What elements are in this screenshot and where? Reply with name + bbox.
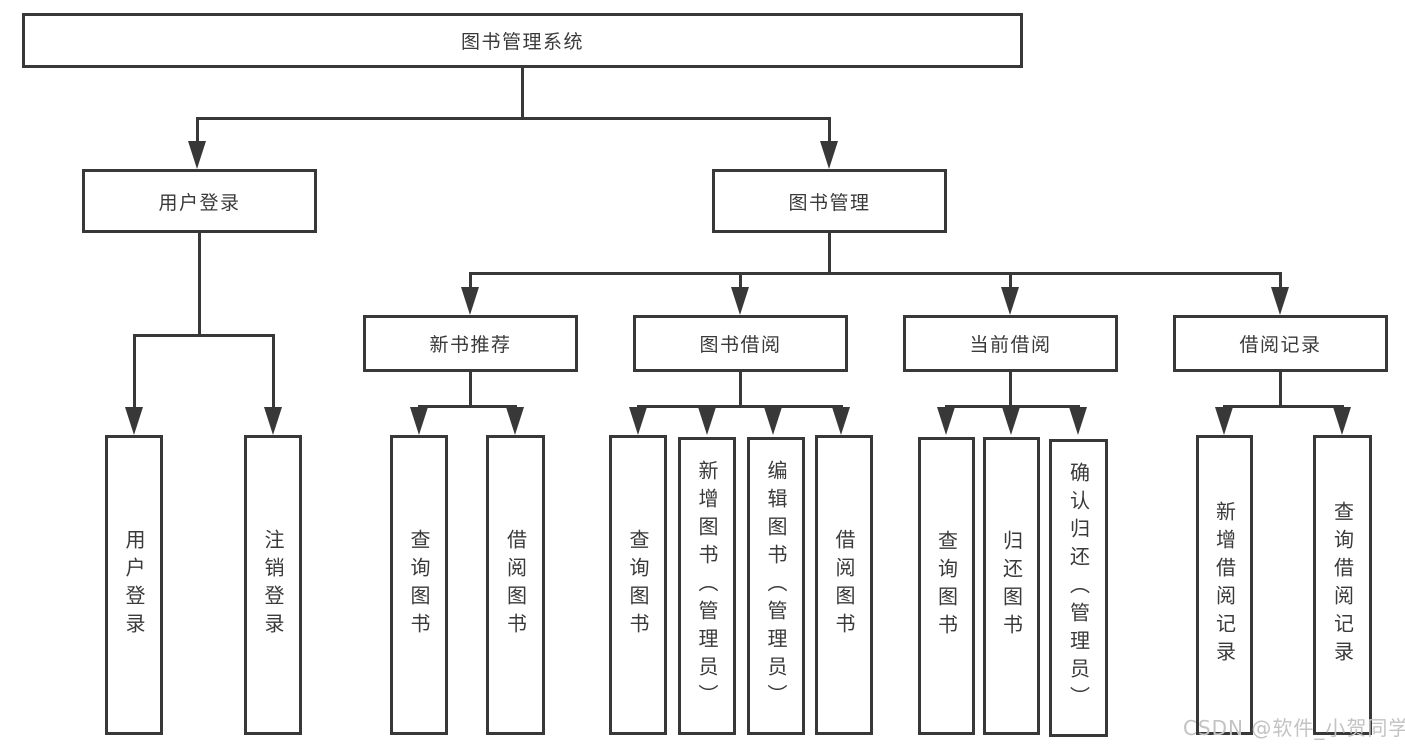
node-book-borrow: 图书借阅	[633, 315, 848, 372]
arrow-down-icon	[764, 407, 782, 435]
node-book-management: 图书管理	[712, 169, 947, 233]
arrow-down-icon	[832, 407, 850, 435]
leaf-confirm-return-admin-label: 确认归还（管理员）	[1066, 462, 1091, 714]
arrow-down-icon	[1069, 407, 1087, 435]
connector-bookborrow-branch	[637, 405, 843, 408]
node-new-book-recommend: 新书推荐	[363, 315, 578, 372]
connector-management-branch	[469, 272, 1282, 275]
leaf-borrow-books-1-label: 借阅图书	[503, 529, 528, 641]
leaf-return-books: 归还图书	[983, 437, 1040, 735]
leaf-user-login: 用户登录	[105, 435, 163, 735]
leaf-query-borrow-record: 查询借阅记录	[1313, 435, 1372, 735]
csdn-watermark: CSDN @软件_小贺同学	[1183, 716, 1405, 740]
node-book-borrow-label: 图书借阅	[699, 334, 782, 356]
connector-root-stem	[521, 66, 524, 118]
connector-records-stem	[1279, 370, 1282, 407]
leaf-add-borrow-record-label: 新增借阅记录	[1212, 501, 1237, 669]
connector-bookborrow-stem	[739, 370, 742, 407]
connector-management-stub	[828, 117, 831, 144]
arrow-down-icon	[820, 141, 838, 169]
leaf-logout: 注销登录	[244, 435, 302, 735]
leaf-query-books-2: 查询图书	[609, 435, 667, 735]
arrow-down-icon	[937, 407, 955, 435]
connector-login-leaf1-stub	[133, 334, 136, 410]
connector-login-stub	[196, 117, 199, 144]
arrow-down-icon	[461, 287, 479, 315]
leaf-borrow-books-1: 借阅图书	[486, 435, 545, 735]
leaf-edit-books-admin-label: 编辑图书（管理员）	[764, 460, 788, 712]
leaf-borrow-books-2-label: 借阅图书	[832, 529, 856, 641]
leaf-add-borrow-record: 新增借阅记录	[1196, 435, 1253, 735]
leaf-borrow-books-2: 借阅图书	[815, 435, 873, 735]
connector-currentborrow-branch	[945, 405, 1080, 408]
connector-records-stub	[1279, 272, 1282, 290]
leaf-add-books-admin-label: 新增图书（管理员）	[695, 460, 719, 712]
leaf-query-books-2-label: 查询图书	[626, 529, 650, 641]
connector-currentborrow-stub	[1009, 272, 1012, 290]
arrow-down-icon	[629, 407, 647, 435]
connector-login-leaf2-stub	[272, 334, 275, 410]
node-root-label: 图书管理系统	[460, 31, 584, 53]
leaf-edit-books-admin: 编辑图书（管理员）	[747, 437, 805, 735]
node-user-login: 用户登录	[82, 169, 317, 233]
leaf-query-books-3-label: 查询图书	[934, 530, 959, 642]
connector-records-branch	[1223, 405, 1344, 408]
node-root: 图书管理系统	[22, 13, 1023, 68]
connector-newbooks-stem	[469, 370, 472, 407]
arrow-down-icon	[731, 287, 749, 315]
arrow-down-icon	[1271, 287, 1289, 315]
connector-management-stem	[828, 231, 831, 274]
connector-currentborrow-stem	[1009, 370, 1012, 407]
leaf-query-borrow-record-label: 查询借阅记录	[1330, 501, 1355, 669]
arrow-down-icon	[1001, 287, 1019, 315]
leaf-return-books-label: 归还图书	[999, 530, 1024, 642]
arrow-down-icon	[1002, 407, 1020, 435]
arrow-down-icon	[125, 407, 143, 435]
connector-root-branch	[196, 117, 831, 120]
arrow-down-icon	[506, 407, 524, 435]
node-book-management-label: 图书管理	[788, 191, 871, 214]
node-new-book-recommend-label: 新书推荐	[429, 334, 512, 356]
connector-login-stem	[198, 231, 201, 336]
leaf-user-login-label: 用户登录	[122, 529, 146, 641]
leaf-query-books-1: 查询图书	[390, 435, 448, 735]
leaf-confirm-return-admin: 确认归还（管理员）	[1049, 439, 1108, 737]
node-current-borrow: 当前借阅	[903, 315, 1118, 372]
connector-newbooks-stub	[469, 272, 472, 290]
leaf-query-books-3: 查询图书	[918, 437, 975, 735]
node-borrow-records: 借阅记录	[1173, 315, 1388, 372]
arrow-down-icon	[698, 407, 716, 435]
leaf-query-books-1-label: 查询图书	[407, 529, 431, 641]
arrow-down-icon	[188, 141, 206, 169]
node-current-borrow-label: 当前借阅	[969, 334, 1052, 356]
arrow-down-icon	[264, 407, 282, 435]
connector-newbooks-branch	[418, 405, 517, 408]
arrow-down-icon	[410, 407, 428, 435]
arrow-down-icon	[1333, 407, 1351, 435]
node-borrow-records-label: 借阅记录	[1239, 334, 1322, 356]
connector-bookborrow-stub	[739, 272, 742, 290]
node-user-login-label: 用户登录	[158, 191, 241, 214]
connector-login-branch	[133, 334, 275, 337]
leaf-add-books-admin: 新增图书（管理员）	[678, 437, 736, 735]
arrow-down-icon	[1215, 407, 1233, 435]
leaf-logout-label: 注销登录	[261, 529, 285, 641]
